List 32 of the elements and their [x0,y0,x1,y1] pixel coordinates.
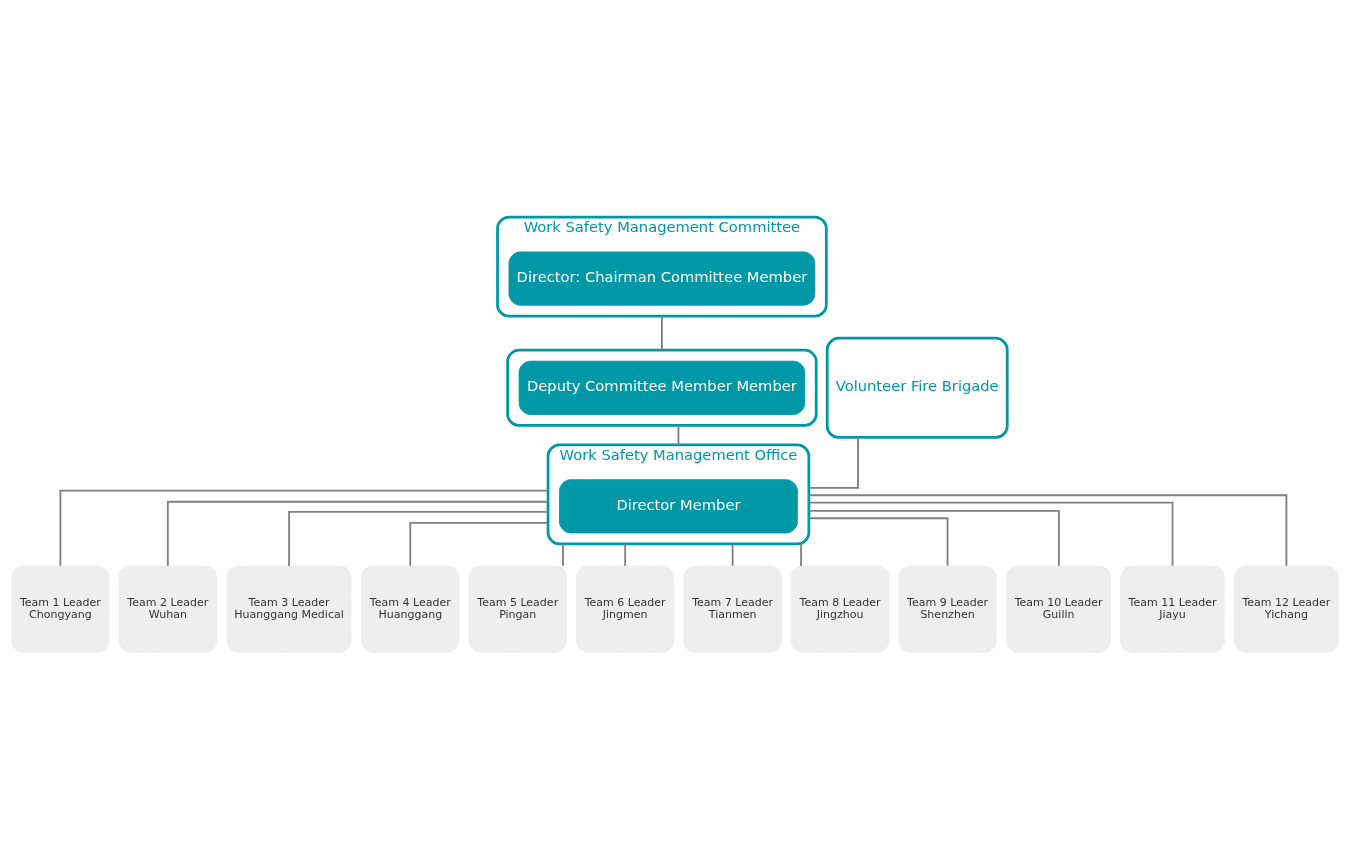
connector [661,315,663,352]
node-box: Director Member [559,479,798,534]
node-box: Deputy Committee Member Member [518,360,806,415]
node-box: Volunteer Fire Brigade [825,336,1009,439]
connector [562,543,564,567]
node-box: Team 3 Leader Huanggang Medical [226,565,352,653]
node-box: Team 5 Leader Pingan [468,565,567,653]
node-box: Team 12 Leader Yichang [1234,565,1339,653]
connector [807,501,1174,567]
node-box: Team 6 Leader Jingmen [576,565,675,653]
node-box: Team 2 Leader Wuhan [118,565,217,653]
node-box: Team 9 Leader Shenzhen [898,565,997,653]
node-box: Team 1 Leader Chongyang [11,565,110,653]
connector [731,543,734,567]
connector [166,500,549,567]
connector [807,517,949,567]
connector [807,494,1288,567]
node-box: Team 11 Leader Jiayu [1120,565,1225,653]
connector [807,509,1060,567]
connector [288,510,549,567]
node-box: Team 8 Leader Jingzhou [790,565,890,653]
connector [807,436,859,489]
node-box: Team 7 Leader Tianmen [683,565,782,653]
connector [677,424,680,446]
connector [59,489,549,567]
connector [409,521,549,567]
node-box: Team 10 Leader Guilin [1006,565,1111,653]
cluster [506,348,818,427]
node-box: Director: Chairman Committee Member [508,251,816,306]
connector [800,543,802,567]
node-box: Team 4 Leader Huanggang [361,565,460,653]
connector [624,543,627,567]
